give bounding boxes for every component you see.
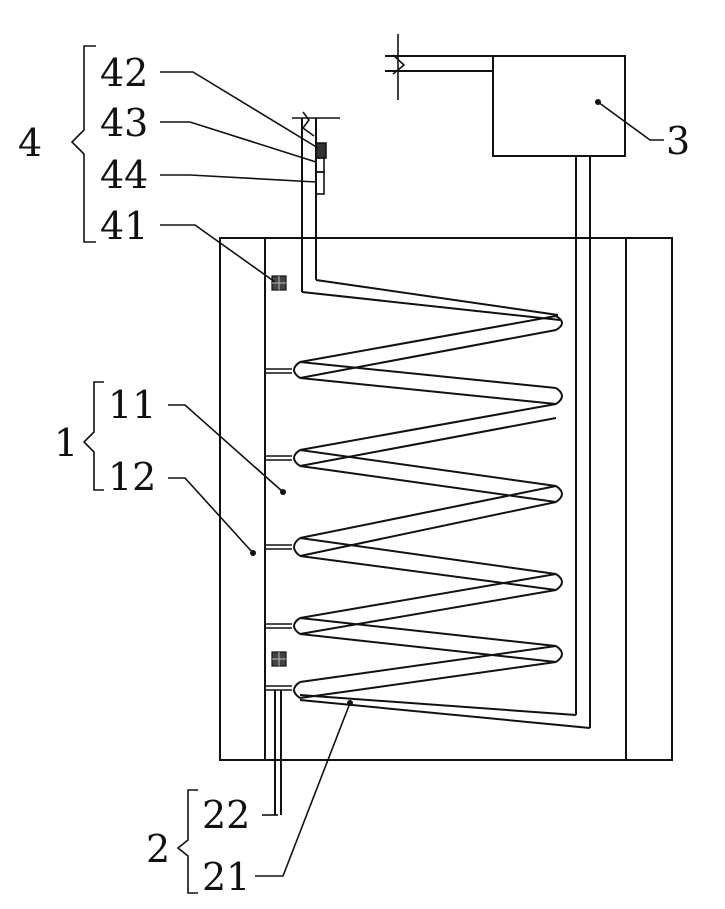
leader-44	[160, 175, 316, 182]
label-group-1: 1	[54, 421, 78, 465]
tank-outer-wall	[220, 238, 672, 760]
label-22: 22	[202, 793, 250, 837]
return-pipe-bottom-outer	[300, 700, 590, 728]
coil-seg-6b	[300, 538, 556, 574]
label-group-2: 2	[146, 827, 170, 871]
coil-bend-l5	[294, 682, 300, 698]
rod-22	[275, 690, 281, 815]
coil-bend-l1	[294, 362, 300, 378]
coil-seg-4b	[300, 450, 556, 486]
coil-seg-8b	[300, 618, 556, 646]
leader-42	[160, 72, 318, 148]
tank	[220, 238, 672, 760]
support-rods	[265, 369, 292, 690]
bracket-4	[72, 46, 96, 242]
sensor-42	[316, 143, 326, 158]
coil-bend-r1	[556, 316, 562, 330]
coil-seg-5b	[300, 502, 556, 556]
outlet-pipe	[292, 112, 560, 320]
coil-bend-l3	[294, 538, 300, 556]
label-3: 3	[666, 119, 690, 163]
box-3	[493, 56, 625, 156]
label-41: 41	[100, 204, 148, 248]
box-unit	[385, 34, 625, 156]
coil-seg-2b	[300, 362, 556, 388]
leader-21	[255, 703, 350, 876]
bracket-1	[84, 382, 104, 490]
coil-seg-9b	[300, 662, 556, 698]
sensors-41	[272, 276, 286, 666]
coil-bend-l4	[294, 618, 300, 634]
coil-seg-1a	[300, 316, 556, 362]
coil-bend-l2	[294, 450, 300, 466]
coil-bend-r4	[556, 574, 562, 590]
leader-lines	[160, 72, 664, 876]
coil-seg-4a	[300, 466, 556, 502]
leader-41	[160, 225, 275, 282]
coil-seg-6a	[300, 556, 556, 590]
coil-seg-2a	[300, 378, 556, 404]
leader-43	[160, 122, 316, 162]
label-11: 11	[108, 383, 156, 427]
bracket-2	[178, 790, 198, 893]
leader-12	[168, 478, 253, 553]
sensor-44	[316, 172, 324, 194]
label-group-4: 4	[18, 121, 42, 165]
coil-seg-8a	[300, 634, 556, 662]
label-12: 12	[108, 455, 156, 499]
coil-seg-5a	[300, 486, 556, 538]
coil-seg-3a	[300, 404, 556, 450]
sensor-43	[316, 158, 324, 172]
outlet-break-mark	[303, 112, 314, 136]
label-43: 43	[100, 101, 148, 145]
coil-bend-r5	[556, 646, 562, 662]
coil-seg-1b	[300, 330, 556, 378]
coil-bend-r3	[556, 486, 562, 502]
label-42: 42	[100, 51, 148, 95]
coil-21	[294, 316, 562, 698]
label-21: 21	[202, 855, 250, 899]
label-44: 44	[100, 153, 148, 197]
leader-3	[598, 102, 664, 140]
coil-bend-r2	[556, 388, 562, 404]
coil-seg-3b	[300, 418, 556, 466]
coil-seg-9a	[300, 646, 556, 682]
